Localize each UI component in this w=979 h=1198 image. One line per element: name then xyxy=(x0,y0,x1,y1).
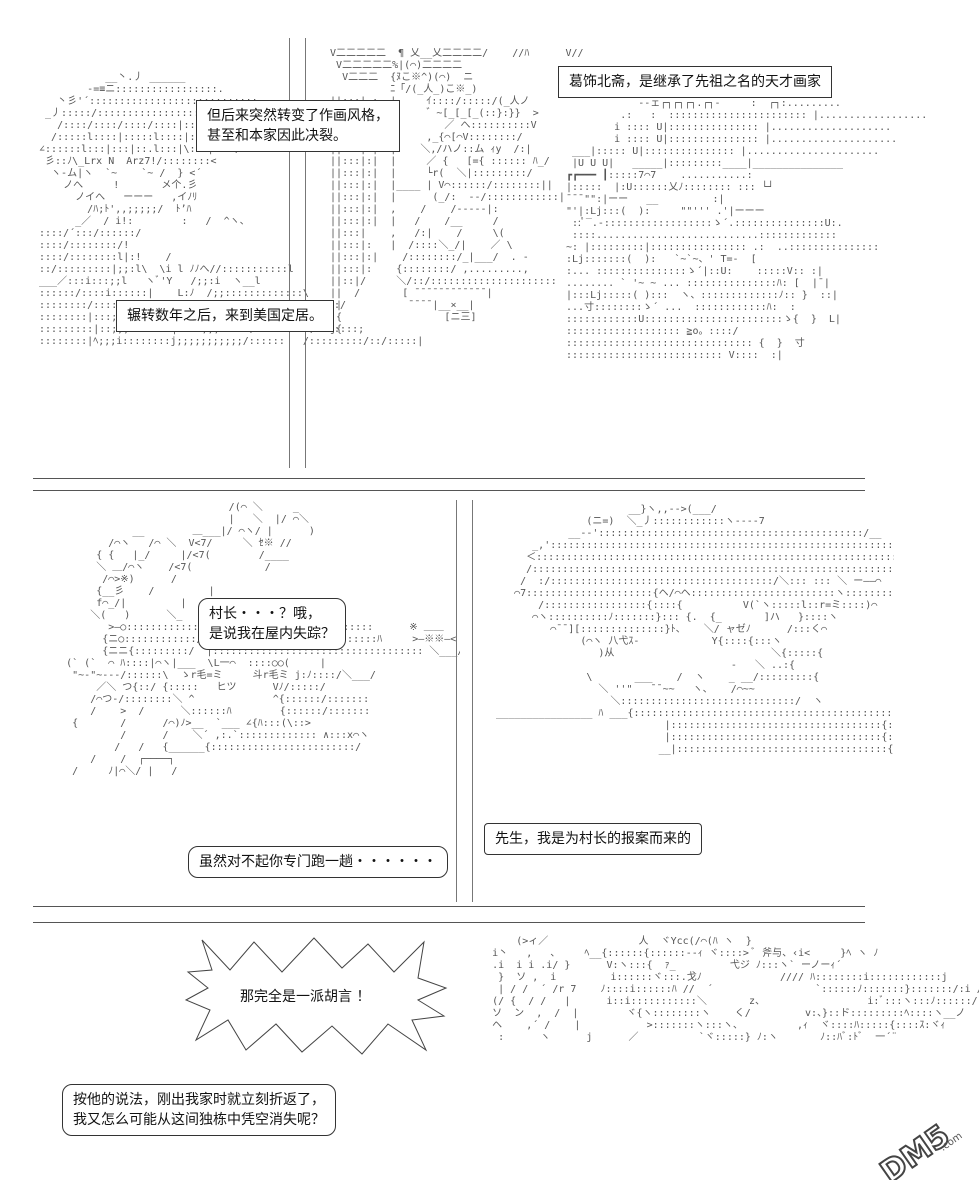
ascii-art-house: --ェ┌┐┌┐┌┐.┌┐- : ┌┐:......... .: : ::::::… xyxy=(566,98,928,361)
shout-text-nonsense: 那完全是一派胡言 ！ xyxy=(240,989,371,1005)
ascii-art-reporter: __}ヽ,,-->(___/ (ニ=) ＼_丿::::::::::::ヽ----… xyxy=(496,504,894,755)
panel-divider-middle-2 xyxy=(472,500,473,902)
panel-middle-right: __}ヽ,,-->(___/ (ニ=) ＼_丿::::::::::::ヽ----… xyxy=(474,490,894,902)
shout-bubble-outline xyxy=(184,937,448,1055)
narration-box-years-later: 辗转数年之后，来到美国定居。 xyxy=(116,300,334,332)
speech-bubble-sorry: 虽然对不起你专门跑一趟・・・・・・ xyxy=(188,846,448,878)
panel-border-1 xyxy=(33,478,865,479)
divider-bar-left-1 xyxy=(289,38,290,468)
panel-middle-left: /(⌒ ＼ _ | ＼ |/ ⌒＼ __ ＿___|/ ⌒ヽ/ | ) /⌒ヽ … xyxy=(0,490,460,902)
speech-bubble-chief-question: 村长・・・？哦， 是说我在屋内失踪？ xyxy=(198,598,346,650)
speech-bubble-reporter: 先生，我是为村长的报案而来的 xyxy=(484,823,702,855)
narration-box-hokusai: 葛饰北斋，是继承了先祖之名的天才画家 xyxy=(558,66,832,98)
panel-top: __丶.丿 ______ -=≡ニ:::::::::::::::::. 丶彡'´… xyxy=(0,0,979,478)
panel-border-2 xyxy=(33,490,865,491)
divider-bar-left-2 xyxy=(305,38,306,468)
panel-bottom: 那完全是一派胡言 ！ 按他的说法，刚出我家时就立刻折返了， 我又怎么可能从这间独… xyxy=(0,922,979,1198)
panel-border-3 xyxy=(33,906,865,907)
speech-bubble-explanation: 按他的说法，刚出我家时就立刻折返了， 我又怎么可能从这间独栋中凭空消失呢？ xyxy=(62,1084,336,1136)
ascii-art-hokusai-angry: (>ィ／ 人 ヾYcc(/⌒(ﾊ ヽ } i丶 , 、 ﾍ__{::::::{:… xyxy=(456,936,979,1043)
panel-divider-middle-1 xyxy=(456,500,457,902)
dm5-watermark-logo: DM5 .com xyxy=(873,1122,964,1180)
panel-border-4 xyxy=(33,922,865,923)
speech-bubble-art-style: 但后来突然转变了作画风格， 甚至和本家因此决裂。 xyxy=(196,100,400,152)
ascii-art-pillars: V二二二二二 ¶ 乂__乂二二二二/ //ﾊ V// V二二二二二%|(⌒)二二… xyxy=(330,48,584,335)
